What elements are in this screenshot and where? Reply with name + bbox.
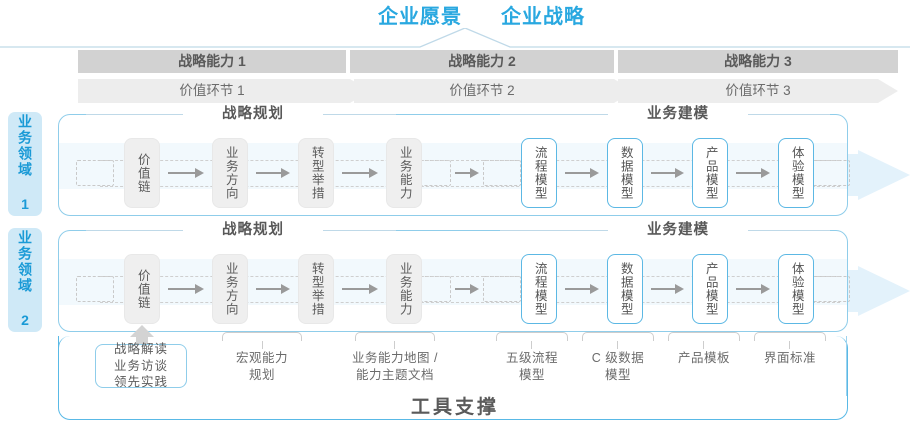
dash-placeholder-2-tail: [812, 276, 850, 302]
node-business-capability-1[interactable]: 业务能力: [386, 138, 422, 208]
brace-data-model: [582, 332, 654, 341]
connector-2-4: [455, 284, 479, 294]
dash-guide-1-bottom: [100, 186, 840, 187]
node-product-model-1[interactable]: 产品模型: [692, 138, 728, 208]
brace-product-template: [668, 332, 740, 341]
node-business-direction-2[interactable]: 业务方向: [212, 254, 248, 324]
dash-placeholder-2-end: [483, 276, 521, 302]
tool-label-ui-standard: 界面标准: [763, 351, 816, 365]
domain-row-2: [58, 230, 848, 332]
connector-2-7: [736, 284, 770, 294]
brace-stem-macro-capability: [262, 341, 264, 349]
value-link-cell-2: 价值环节 2: [449, 83, 515, 98]
brace-process-model: [496, 332, 568, 341]
tool-label-product-template: 产品模板: [677, 351, 730, 365]
domain-row-1: [58, 114, 848, 216]
brace-stem-process-model: [531, 341, 533, 349]
section-header-business-modeling-1: 业务建模: [608, 105, 748, 123]
connector-1-2: [256, 168, 290, 178]
dash-placeholder-2-start: [76, 276, 114, 302]
tool-support-container: [58, 336, 848, 420]
row-band-strip-2: [59, 259, 847, 305]
connector-2-6: [651, 284, 684, 294]
tool-label-five-level-process: 五级流程 模型: [505, 351, 558, 382]
node-business-direction-1[interactable]: 业务方向: [212, 138, 248, 208]
connector-1-1: [168, 168, 204, 178]
node-product-model-2[interactable]: 产品模型: [692, 254, 728, 324]
section-header-business-modeling-2: 业务建模: [608, 221, 748, 239]
dash-guide-2-bottom: [100, 302, 840, 303]
dash-placeholder-1-tail: [812, 160, 850, 186]
connector-1-6: [651, 168, 684, 178]
domain-tag-1[interactable]: 业务领域 1: [8, 112, 42, 216]
tool-support-divider-right: [846, 336, 848, 396]
tool-label-macro-capability: 宏观能力 规划: [235, 351, 288, 382]
connector-1-5: [565, 168, 599, 178]
tool-label-capability-map: 业务能力地图 / 能力主题文档: [352, 351, 438, 382]
brace-stem-capability-map: [394, 341, 396, 349]
value-link-cell-3: 价值环节 3: [725, 83, 791, 98]
dash-guide-2-top: [100, 276, 840, 277]
tool-up-arrow-icon: [130, 325, 154, 347]
node-transformation-measures-2[interactable]: 转型举措: [298, 254, 334, 324]
connector-1-4: [455, 168, 479, 178]
capability-cell-3: 战略能力 3: [618, 50, 898, 73]
tool-support-divider: [58, 336, 60, 350]
connector-2-3: [342, 284, 378, 294]
connector-1-7: [736, 168, 770, 178]
node-transformation-measures-1[interactable]: 转型举措: [298, 138, 334, 208]
capability-cell-1: 战略能力 1: [78, 50, 346, 73]
brace-macro-capability: [222, 332, 302, 341]
section-header-strategic-planning-2: 战略规划: [183, 221, 323, 239]
brace-stem-product-template: [703, 341, 705, 349]
value-link-cell-1: 价值环节 1: [179, 83, 245, 98]
title-enterprise-vision: 企业愿景: [378, 6, 462, 28]
dash-placeholder-1-start: [76, 160, 114, 186]
value-link-chevron-band: [78, 79, 898, 103]
brace-ui-standard: [754, 332, 826, 341]
node-business-capability-2[interactable]: 业务能力: [386, 254, 422, 324]
brace-stem-ui-standard: [789, 341, 791, 349]
node-experience-model-1[interactable]: 体验模型: [778, 138, 814, 208]
brace-stem-data-model: [617, 341, 619, 349]
tool-highlight-box[interactable]: 战略解读 业务访谈 领先实践: [95, 342, 187, 389]
node-value-chain-1[interactable]: 价值链: [124, 138, 160, 208]
tool-support-title: 工具支撑: [410, 397, 499, 418]
connector-2-2: [256, 284, 290, 294]
row-band-strip-1: [59, 143, 847, 189]
node-process-model-1[interactable]: 流程模型: [521, 138, 557, 208]
connector-2-5: [565, 284, 599, 294]
title-enterprise-strategy: 企业战略: [501, 6, 585, 28]
domain-tag-2[interactable]: 业务领域 2: [8, 228, 42, 332]
connector-2-1: [168, 284, 204, 294]
dash-guide-1-top: [100, 160, 840, 161]
node-process-model-2[interactable]: 流程模型: [521, 254, 557, 324]
section-header-strategic-planning-1: 战略规划: [183, 105, 323, 123]
converging-lines: [0, 28, 910, 48]
brace-capability-map: [355, 332, 435, 341]
node-data-model-2[interactable]: 数据模型: [607, 254, 643, 324]
node-value-chain-2[interactable]: 价值链: [124, 254, 160, 324]
connector-1-3: [342, 168, 378, 178]
dash-placeholder-1-end: [483, 160, 521, 186]
capability-cell-2: 战略能力 2: [350, 50, 614, 73]
node-data-model-1[interactable]: 数据模型: [607, 138, 643, 208]
node-experience-model-2[interactable]: 体验模型: [778, 254, 814, 324]
tool-label-c-level-data: C 级数据 模型: [591, 351, 645, 382]
